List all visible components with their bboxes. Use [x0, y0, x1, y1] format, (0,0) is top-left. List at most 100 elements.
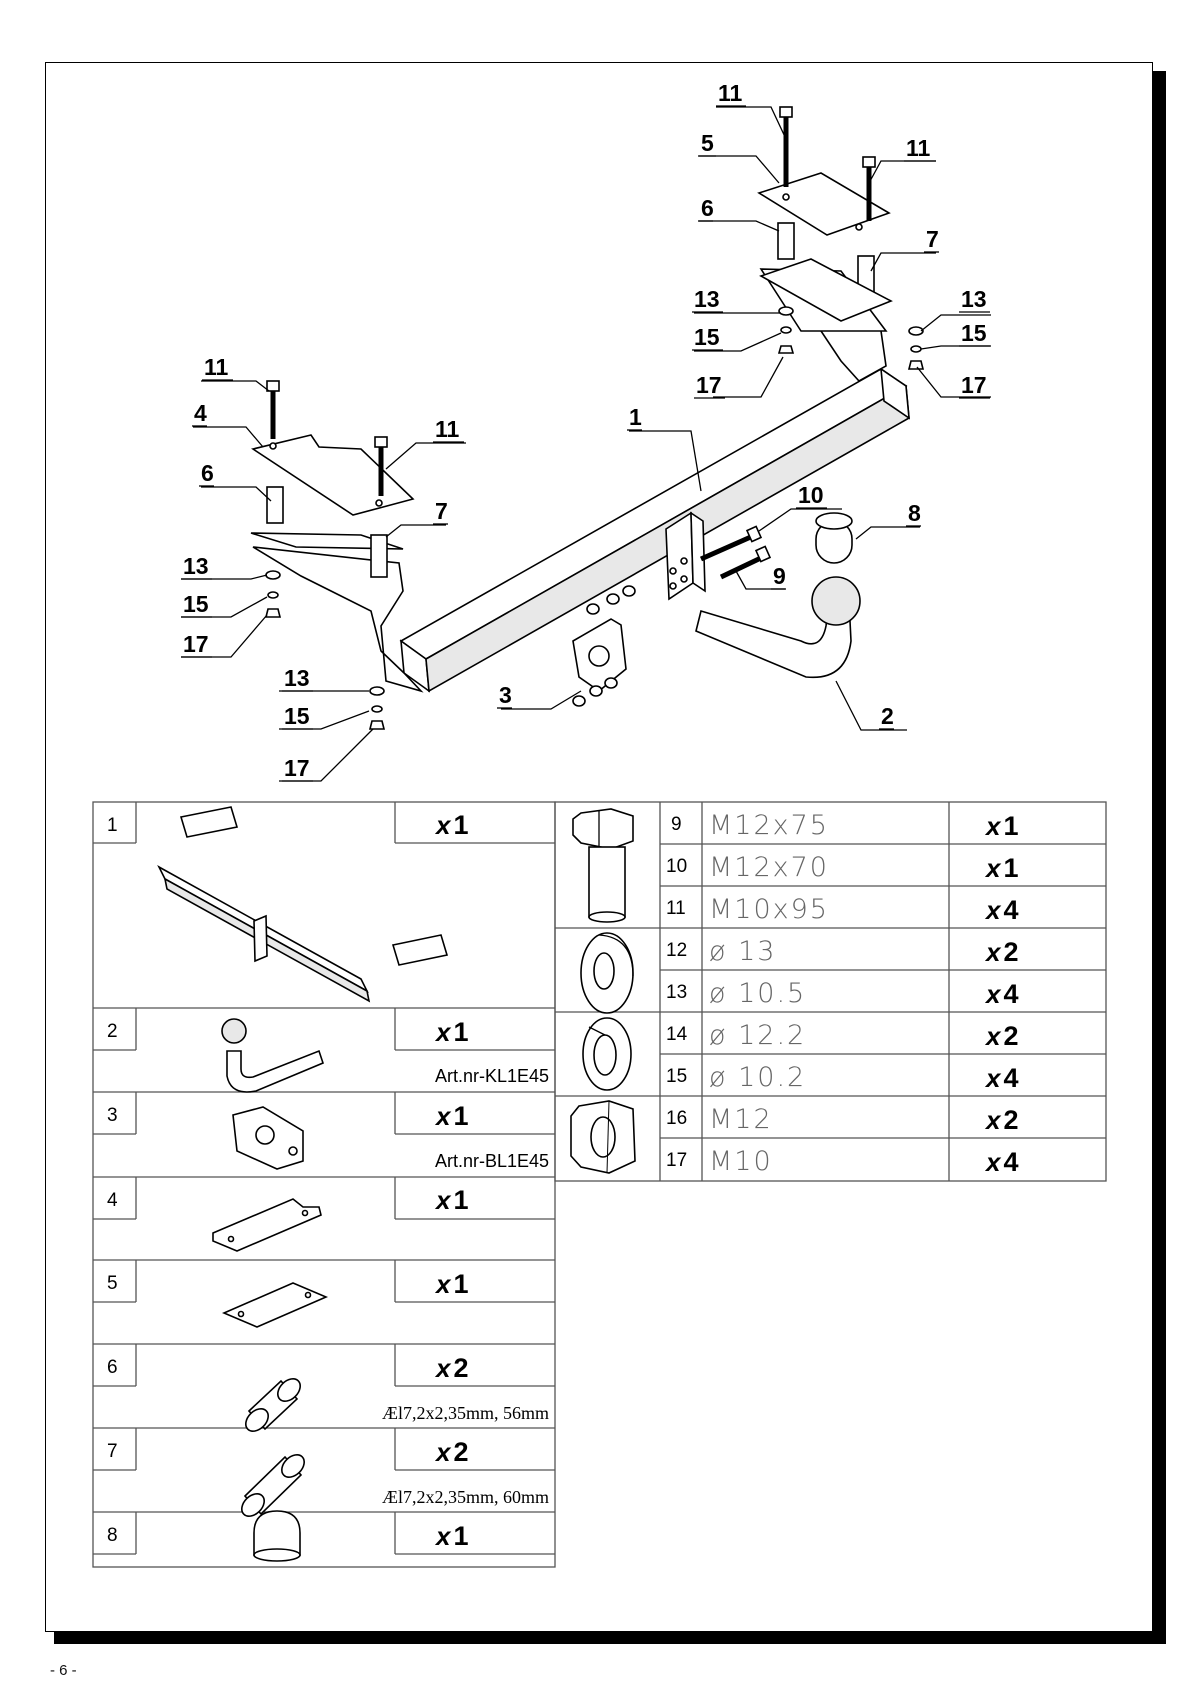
hex-nut-icon — [570, 1100, 636, 1174]
callout-9: 9 — [773, 563, 786, 589]
exploded-diagram: 11 5 11 6 7 13 15 17 13 15 17 11 4 11 6 … — [181, 80, 991, 782]
callout-2: 2 — [881, 703, 894, 729]
callout-7-left: 7 — [435, 498, 448, 524]
plate-5-drawing — [757, 106, 925, 370]
callout-10: 10 — [798, 482, 824, 508]
row-16-spec: M12 — [709, 1104, 773, 1135]
row-2-number: 2 — [107, 1021, 118, 1042]
plate-4-icon — [212, 1198, 322, 1252]
row-12-number: 12 — [666, 940, 687, 961]
row-15-number: 15 — [666, 1066, 687, 1087]
callout-17-left: 17 — [183, 631, 209, 657]
page-number: - 6 - — [50, 1662, 77, 1679]
spring-washer-icon — [582, 1017, 632, 1091]
socket-plate-icon — [232, 1106, 304, 1170]
crossbar-icon — [157, 806, 449, 1003]
parts-table-right — [554, 801, 1107, 1182]
callout-13-bottom: 13 — [284, 665, 310, 691]
callout-5: 5 — [701, 130, 714, 156]
row-1-number: 1 — [107, 815, 118, 836]
drawing-frame: 11 5 11 6 7 13 15 17 13 15 17 11 4 11 6 … — [45, 62, 1153, 1632]
callout-13-far-right: 13 — [961, 286, 987, 312]
row-5-number: 5 — [107, 1273, 118, 1294]
callout-13-left: 13 — [183, 553, 209, 579]
row-13-number: 13 — [666, 982, 687, 1003]
callout-4: 4 — [194, 400, 207, 426]
row-9-number: 9 — [671, 814, 682, 835]
bolts-9-10-drawing — [699, 525, 772, 580]
callout-11-right: 11 — [906, 135, 931, 161]
spacer-tube-7-icon — [241, 1454, 305, 1517]
thumbnails-left — [157, 806, 449, 1562]
callout-17-right: 17 — [696, 372, 722, 398]
callout-11-left: 11 — [204, 354, 229, 380]
row-3-number: 3 — [107, 1105, 118, 1126]
row-8-number: 8 — [107, 1525, 118, 1546]
callout-13-right: 13 — [694, 286, 720, 312]
callout-3: 3 — [499, 682, 512, 708]
row-15-spec: ø 10.2 — [709, 1062, 806, 1093]
row-9-spec: M12x75 — [709, 810, 829, 841]
row-14-spec: ø 12.2 — [709, 1020, 806, 1051]
fastener-icons — [570, 808, 636, 1174]
callout-15-bottom: 15 — [284, 703, 310, 729]
parts-table-left — [92, 801, 556, 1568]
callout-15-left: 15 — [183, 591, 209, 617]
row-3-article-number: Art.nr-BL1E45 — [435, 1151, 549, 1171]
row-11-spec: M10x95 — [709, 894, 829, 925]
crossbar-drawing — [250, 268, 910, 693]
row-2-article-number: Art.nr-KL1E45 — [435, 1066, 549, 1086]
row-17-number: 17 — [666, 1150, 687, 1171]
row-7-dimensions: Æl7,2x2,35mm, 60mm — [382, 1487, 549, 1507]
plate-5-icon — [221, 1282, 329, 1328]
row-13-spec: ø 10.5 — [709, 978, 806, 1009]
socket-plate-3-drawing — [572, 585, 636, 707]
spacer-tube-6-icon — [245, 1378, 301, 1432]
callout-1: 1 — [629, 404, 642, 430]
callout-6-right: 6 — [701, 195, 714, 221]
tow-ball-icon — [221, 1018, 324, 1093]
assembly-sheet: 11 5 11 6 7 13 15 17 13 15 17 11 4 11 6 … — [92, 80, 1107, 1568]
row-10-spec: M12x70 — [709, 852, 829, 883]
row-11-number: 11 — [666, 898, 686, 919]
row-12-spec: ø 13 — [709, 936, 776, 967]
callout-17-far-right: 17 — [961, 372, 987, 398]
tow-ball-2-drawing — [695, 512, 861, 679]
flat-washer-icon — [580, 932, 634, 1014]
callout-6-left: 6 — [201, 460, 214, 486]
callout-11-top: 11 — [718, 80, 743, 106]
callout-17-bottom: 17 — [284, 755, 310, 781]
row-10-number: 10 — [666, 856, 687, 877]
row-6-number: 6 — [107, 1357, 118, 1378]
callout-15-far-right: 15 — [961, 320, 987, 346]
ball-cap-icon — [253, 1510, 301, 1562]
hex-bolt-icon — [572, 808, 634, 923]
callout-15-right: 15 — [694, 324, 720, 350]
row-14-number: 14 — [666, 1024, 688, 1045]
row-4-number: 4 — [107, 1190, 118, 1211]
row-6-dimensions: Æl7,2x2,35mm, 56mm — [382, 1403, 549, 1423]
row-16-number: 16 — [666, 1108, 687, 1129]
callout-11-left-b: 11 — [435, 416, 460, 442]
callout-8: 8 — [908, 500, 921, 526]
row-7-number: 7 — [107, 1441, 118, 1462]
callout-7-right: 7 — [926, 226, 939, 252]
plate-4-drawing — [251, 380, 415, 730]
